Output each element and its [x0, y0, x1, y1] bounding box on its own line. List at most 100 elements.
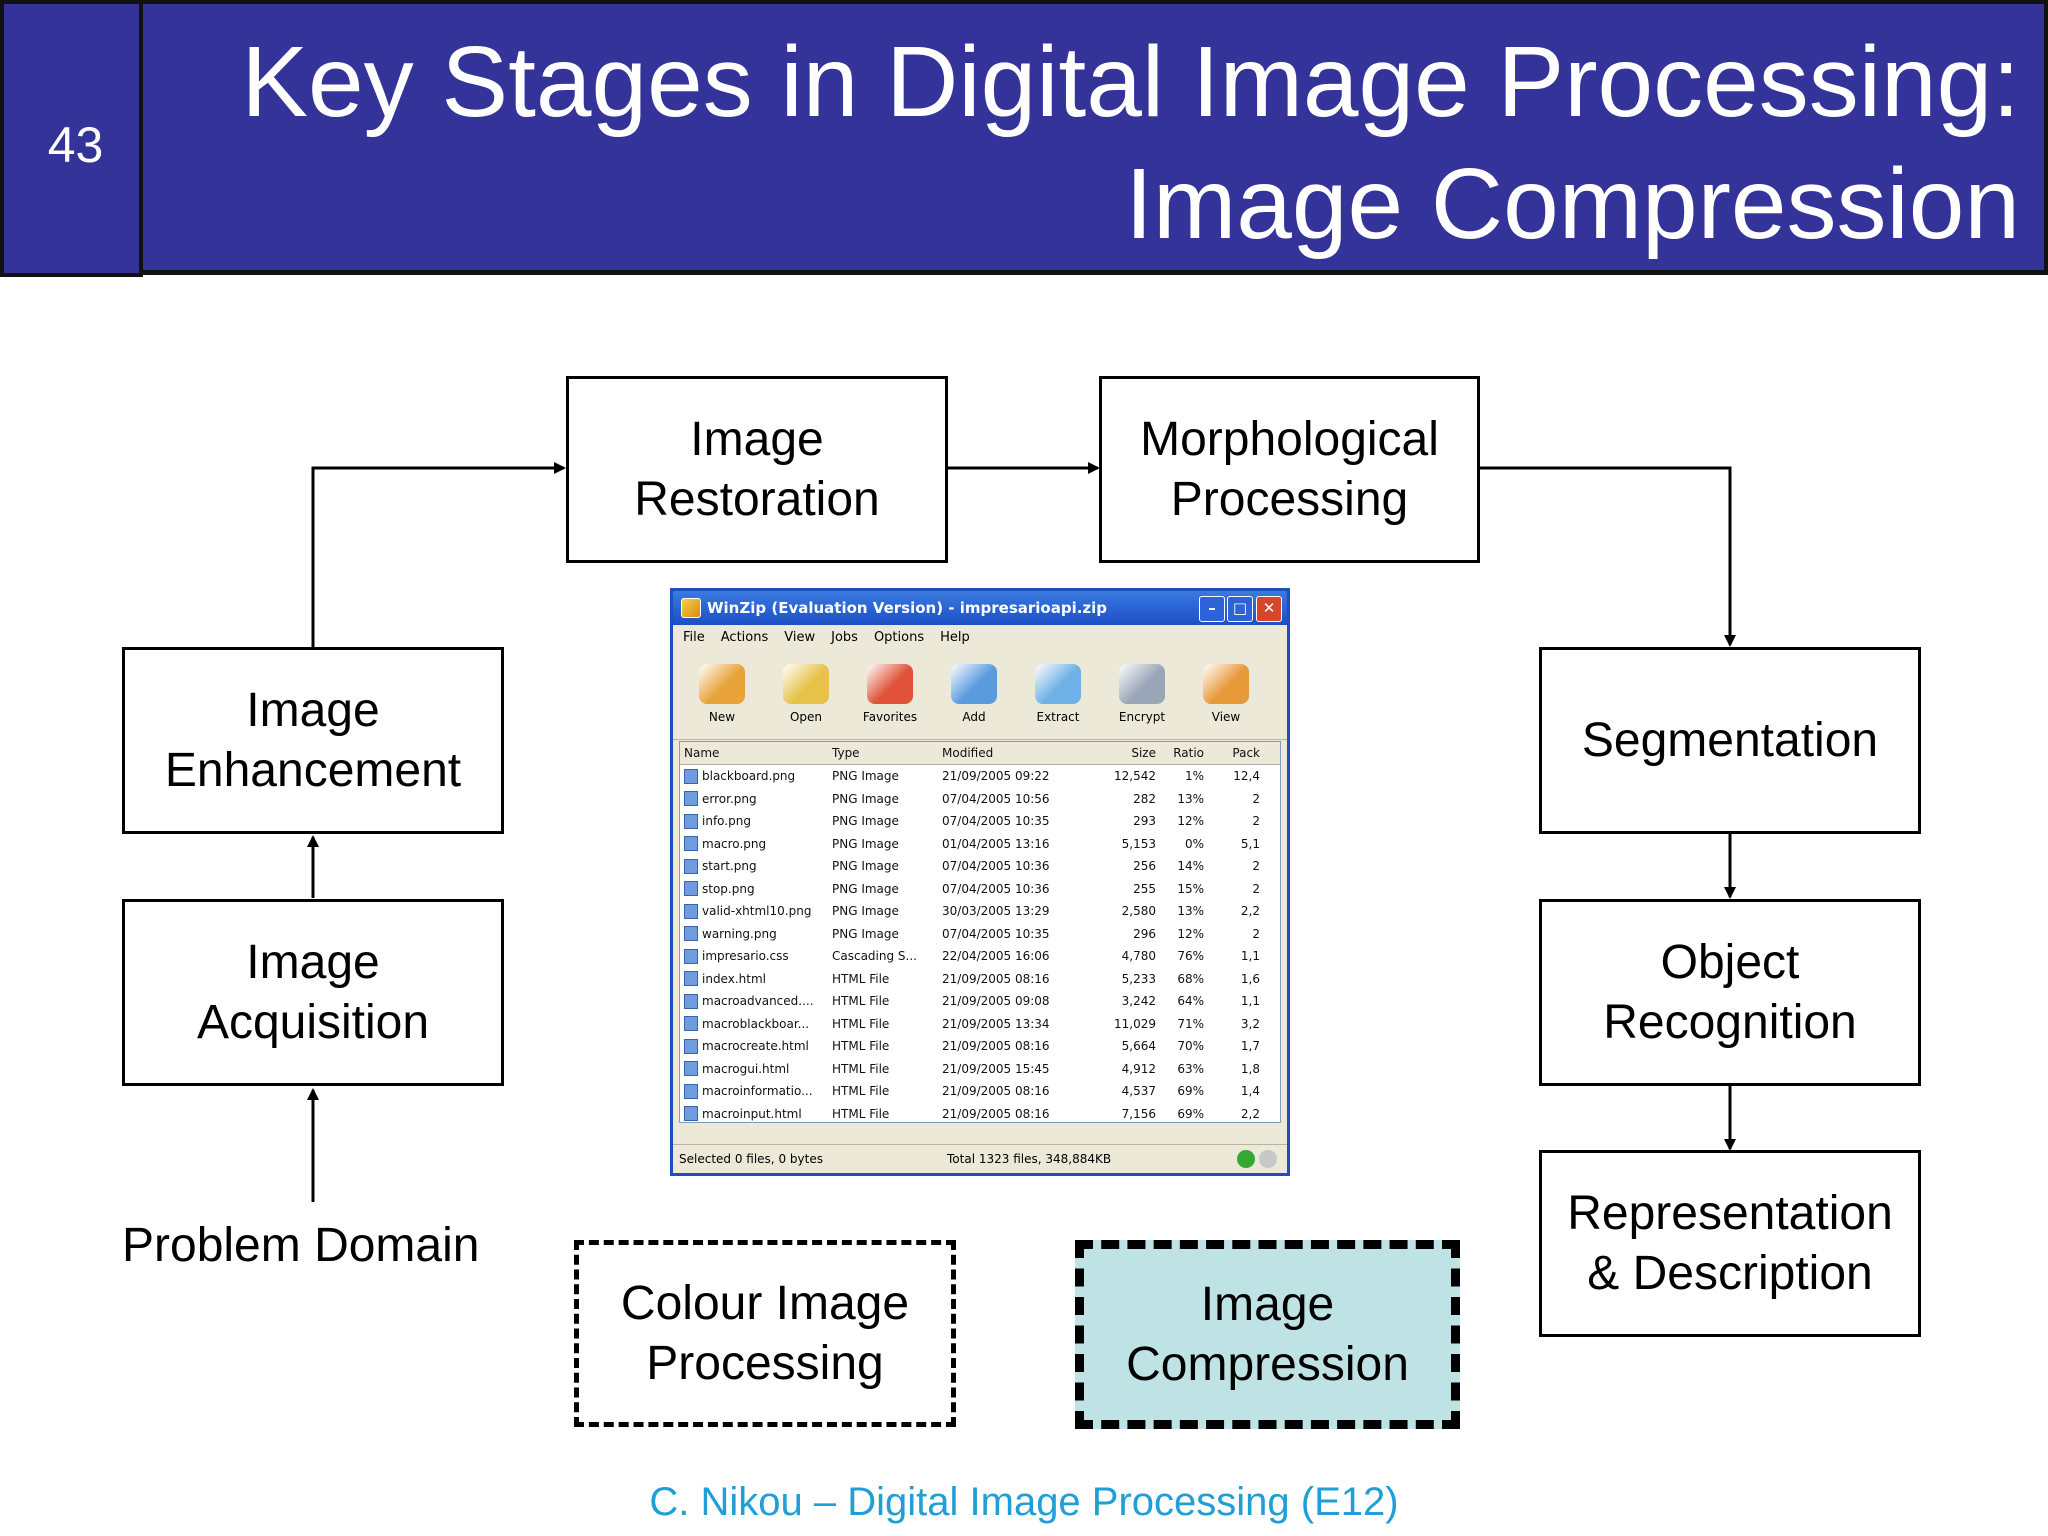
- file-name: macrogui.html: [702, 1061, 790, 1076]
- file-name: warning.png: [702, 926, 777, 941]
- toolbar-open-button[interactable]: Open: [767, 664, 845, 724]
- new-archive-icon: [699, 664, 745, 704]
- favorites-icon: [867, 664, 913, 704]
- file-size-cell: 296: [1133, 926, 1156, 941]
- toolbar-add-button[interactable]: Add: [935, 664, 1013, 724]
- toolbar-label: New: [708, 710, 736, 724]
- menu-item-actions[interactable]: Actions: [720, 629, 769, 645]
- file-name-cell: info.png: [680, 813, 832, 829]
- file-type-cell: HTML File: [832, 1061, 890, 1076]
- column-header-ratio[interactable]: Ratio: [1173, 746, 1204, 760]
- toolbar-new-button[interactable]: New: [683, 664, 761, 724]
- file-name-cell: impresario.css: [680, 948, 832, 964]
- file-ratio-cell: 0%: [1184, 836, 1204, 851]
- file-packed-cell: 1,1: [1240, 994, 1260, 1009]
- file-size-cell: 12,542: [1114, 769, 1156, 784]
- slide-title-line-1: Key Stages in Digital Image Processing:: [241, 26, 2020, 138]
- winzip-app-icon: [681, 598, 701, 618]
- winzip-window-screenshot: WinZip (Evaluation Version) - impresario…: [670, 588, 1290, 1176]
- file-modified-cell: 21/09/2005 08:16: [942, 1084, 1050, 1099]
- file-type-cell: HTML File: [832, 1106, 890, 1121]
- file-name: macroadvanced....: [702, 994, 814, 1009]
- menu-item-view[interactable]: View: [784, 629, 816, 645]
- menu-item-options[interactable]: Options: [873, 629, 925, 645]
- slide-footer: C. Nikou – Digital Image Processing (E12…: [649, 1480, 1399, 1524]
- maximize-icon[interactable]: □: [1227, 596, 1253, 622]
- menu-item-jobs[interactable]: Jobs: [831, 629, 858, 645]
- toolbar-label: Add: [962, 710, 986, 724]
- file-modified-cell: 30/03/2005 13:29: [942, 904, 1050, 919]
- view-icon: [1203, 664, 1249, 704]
- file-name: macro.png: [702, 836, 767, 851]
- column-header-type[interactable]: Type: [832, 746, 860, 760]
- column-header-name[interactable]: Name: [684, 746, 720, 760]
- menu-item-help[interactable]: Help: [940, 629, 970, 645]
- file-name: impresario.css: [702, 949, 789, 964]
- file-type-cell: PNG Image: [832, 926, 899, 941]
- file-icon: [684, 1016, 698, 1032]
- file-packed-cell: 2,2: [1240, 1106, 1260, 1121]
- file-type-cell: HTML File: [832, 971, 890, 986]
- column-header-pack[interactable]: Pack: [1232, 746, 1260, 760]
- file-modified-cell: 21/09/2005 08:16: [942, 1106, 1050, 1121]
- file-type-cell: PNG Image: [832, 836, 899, 851]
- file-icon: [684, 813, 698, 829]
- file-type-cell: PNG Image: [832, 769, 899, 784]
- toolbar-view-button[interactable]: View: [1187, 664, 1265, 724]
- stage-colour-image-processing: Colour Image Processing: [574, 1240, 956, 1427]
- file-icon: [684, 881, 698, 897]
- file-packed-cell: 1,1: [1240, 949, 1260, 964]
- close-icon[interactable]: ✕: [1256, 596, 1282, 622]
- arrow-enhancement-to-restoration: [311, 462, 566, 647]
- file-name: error.png: [702, 791, 757, 806]
- file-ratio-cell: 70%: [1177, 1039, 1204, 1054]
- file-name-cell: macrogui.html: [680, 1061, 832, 1077]
- file-name-cell: index.html: [680, 971, 832, 987]
- file-packed-cell: 2: [1252, 791, 1260, 806]
- file-packed-cell: 2: [1252, 859, 1260, 874]
- toolbar-label: Open: [789, 710, 823, 724]
- file-ratio-cell: 69%: [1177, 1106, 1204, 1121]
- problem-domain-label: Problem Domain: [122, 1219, 480, 1272]
- file-name: valid-xhtml10.png: [702, 904, 812, 919]
- winzip-file-list[interactable]: Name Type Modified Size Ratio Pack blackboard.…: [679, 741, 1281, 1123]
- minimize-icon[interactable]: –: [1199, 596, 1225, 622]
- toolbar-extract-button[interactable]: Extract: [1019, 664, 1097, 724]
- menu-item-file[interactable]: File: [683, 629, 705, 645]
- winzip-title: WinZip (Evaluation Version) - impresario…: [707, 599, 1108, 617]
- stage-label: Representation & Description: [1567, 1186, 1893, 1300]
- file-ratio-cell: 1%: [1184, 769, 1204, 784]
- column-header-modified[interactable]: Modified: [942, 746, 994, 760]
- file-size-cell: 3,242: [1121, 994, 1156, 1009]
- file-size-cell: 4,912: [1121, 1061, 1156, 1076]
- file-size-cell: 255: [1133, 881, 1156, 896]
- stage-label: Object Recognition: [1603, 935, 1857, 1049]
- file-size-cell: 2,580: [1121, 904, 1156, 919]
- file-ratio-cell: 14%: [1177, 859, 1204, 874]
- toolbar-favorites-button[interactable]: Favorites: [851, 664, 929, 724]
- file-icon: [684, 1083, 698, 1099]
- file-packed-cell: 2: [1252, 814, 1260, 829]
- toolbar-encrypt-button[interactable]: Encrypt: [1103, 664, 1181, 724]
- column-header-size[interactable]: Size: [1131, 746, 1156, 760]
- stage-representation-description: Representation & Description: [1539, 1150, 1921, 1337]
- arrow-morphological-to-segmentation: [1480, 466, 1736, 647]
- file-icon: [684, 948, 698, 964]
